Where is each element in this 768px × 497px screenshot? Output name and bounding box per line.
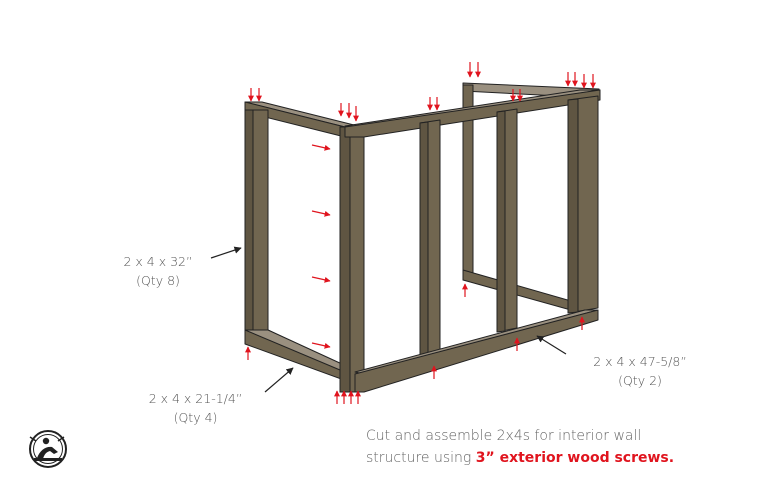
label-short-qty: (Qty 4) — [173, 410, 218, 425]
caption-line-2-prefix: structure using — [366, 450, 476, 466]
leader-long — [536, 335, 567, 355]
screw-arrow — [311, 276, 331, 283]
label-vertical-studs: 2 x 4 x 32” (Qty 8) — [98, 252, 218, 290]
screw-arrow — [311, 210, 331, 217]
caption-line-1: Cut and assemble 2x4s for interior wall — [366, 428, 642, 444]
label-vertical-dim: 2 x 4 x 32” — [123, 254, 193, 269]
label-long-dim: 2 x 4 x 47-5/8” — [593, 354, 687, 369]
front-top-plate-face — [344, 89, 601, 138]
back-bottom-plate — [462, 269, 579, 313]
left-frame — [244, 101, 363, 385]
instruction-caption: Cut and assemble 2x4s for interior wall … — [366, 425, 746, 469]
label-long-plates: 2 x 4 x 47-5/8” (Qty 2) — [560, 352, 720, 390]
left-stud-back-side — [244, 109, 254, 341]
screw-arrow — [311, 342, 331, 349]
caption-highlight: 3” exterior wood screws. — [475, 450, 675, 466]
front-stud-3-side — [496, 110, 506, 333]
label-vertical-qty: (Qty 8) — [136, 273, 180, 288]
left-bottom-plate — [244, 329, 356, 385]
caption-line-2: structure using 3” exterior wood screws. — [366, 447, 746, 469]
leader-short — [264, 367, 294, 393]
front-bottom-plate-face — [354, 309, 599, 393]
label-short-dim: 2 x 4 x 21-1/4” — [148, 391, 243, 406]
label-long-qty: (Qty 2) — [618, 373, 662, 388]
leader-vertical — [210, 246, 242, 259]
screw-arrow — [311, 144, 331, 151]
front-frame — [344, 89, 601, 393]
label-short-plates: 2 x 4 x 21-1/4” (Qty 4) — [128, 389, 263, 427]
front-stud-end-side — [567, 98, 579, 314]
front-corner-stud-side — [339, 126, 351, 393]
screw-arrows — [245, 62, 596, 404]
woodworker-logo-icon — [29, 430, 67, 468]
front-stud-2-side — [419, 121, 429, 357]
